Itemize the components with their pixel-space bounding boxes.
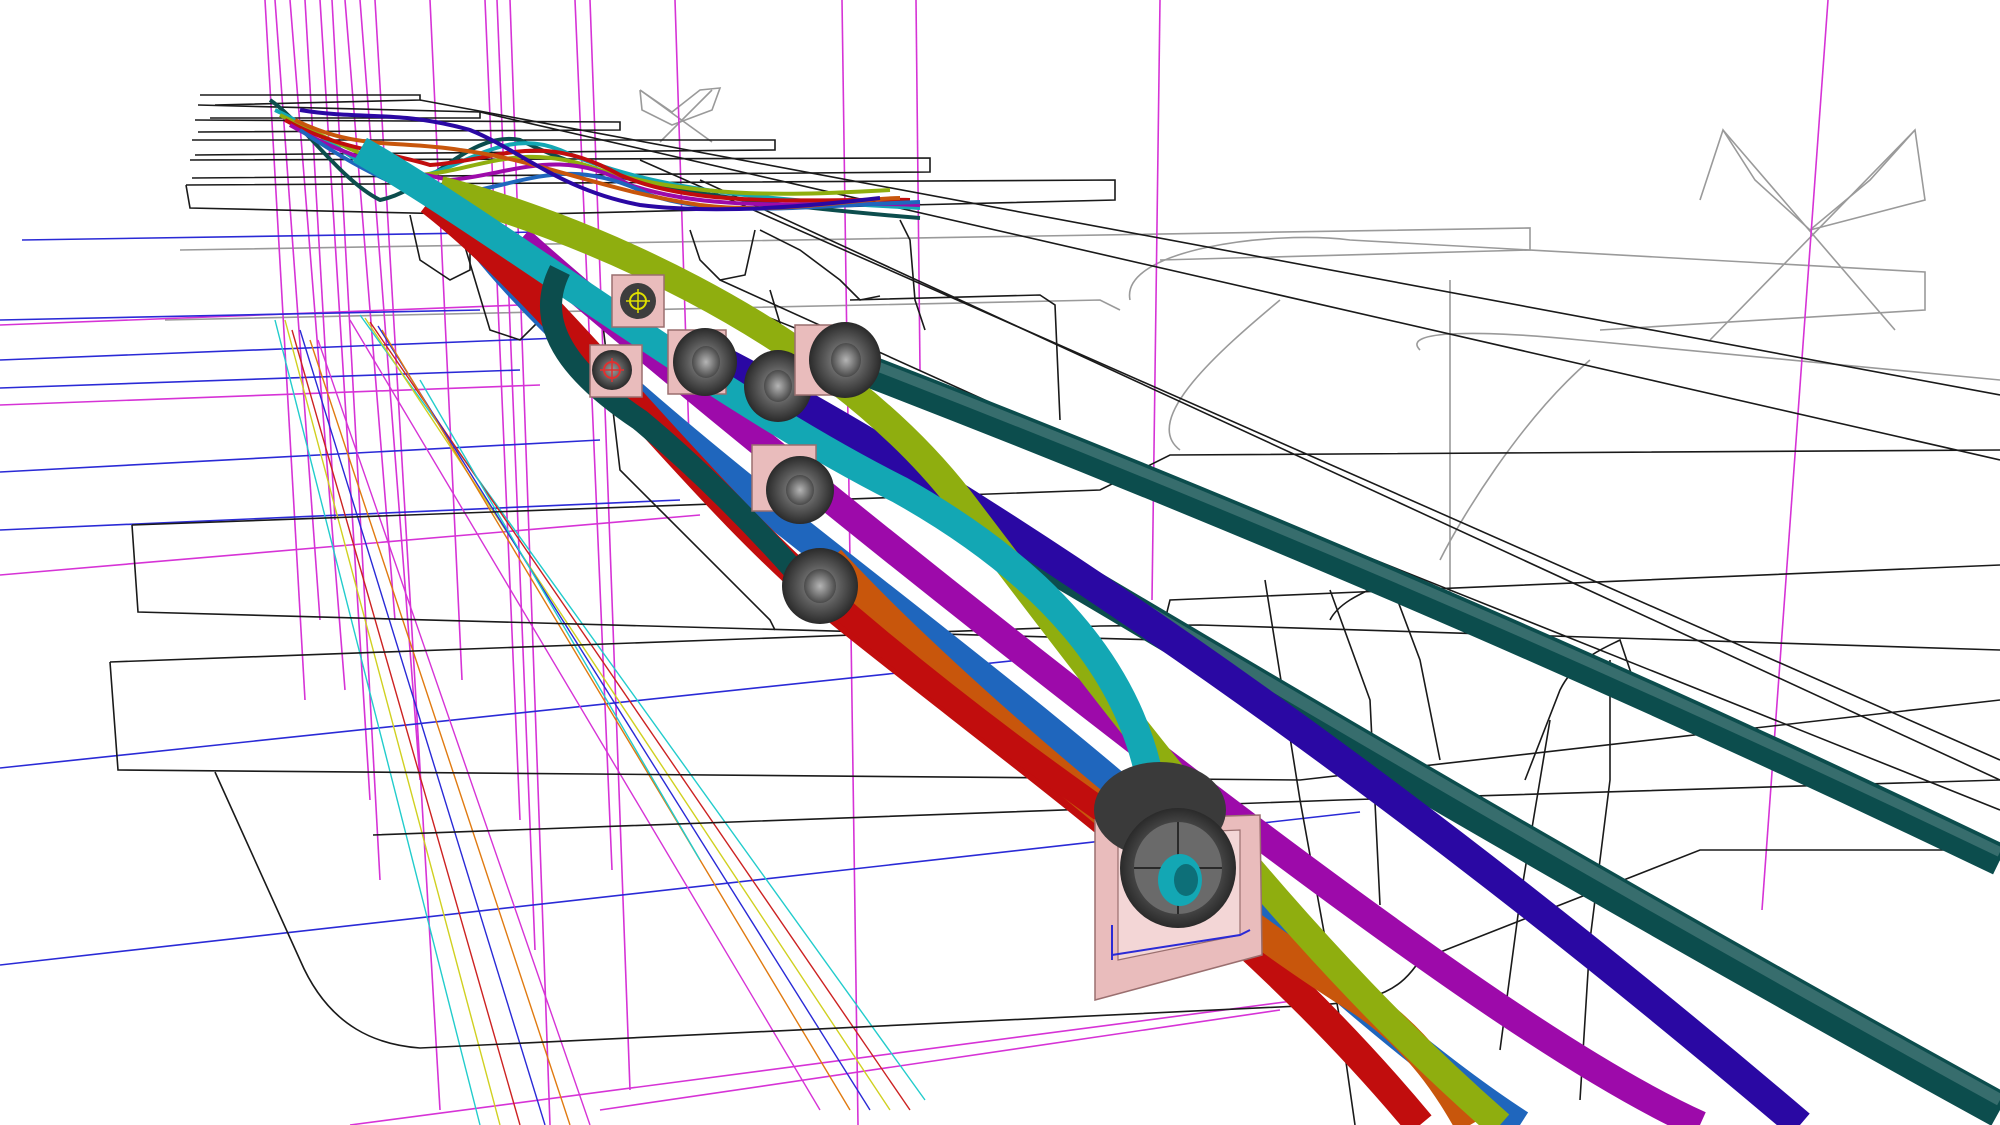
cable-gland-icon [751, 444, 834, 524]
lifting-mark-icon [639, 87, 722, 143]
hidden-structure-lines [164, 87, 2000, 600]
bracket-icon [611, 274, 665, 328]
thin-harness-lines [274, 314, 926, 1125]
crosshair-marker-icon [600, 358, 624, 382]
crosshair-marker-icon [626, 289, 650, 313]
cable-gland-icon [782, 548, 858, 624]
cable-gland-icon [667, 328, 737, 396]
cable-gland-icon [794, 322, 881, 398]
bracket-icon [589, 344, 643, 398]
lifting-mark-icon [1699, 128, 1926, 341]
cable-fittings [589, 274, 1263, 1001]
cable-gland-icon [1094, 762, 1236, 928]
main-cable-run [353, 137, 2000, 1125]
